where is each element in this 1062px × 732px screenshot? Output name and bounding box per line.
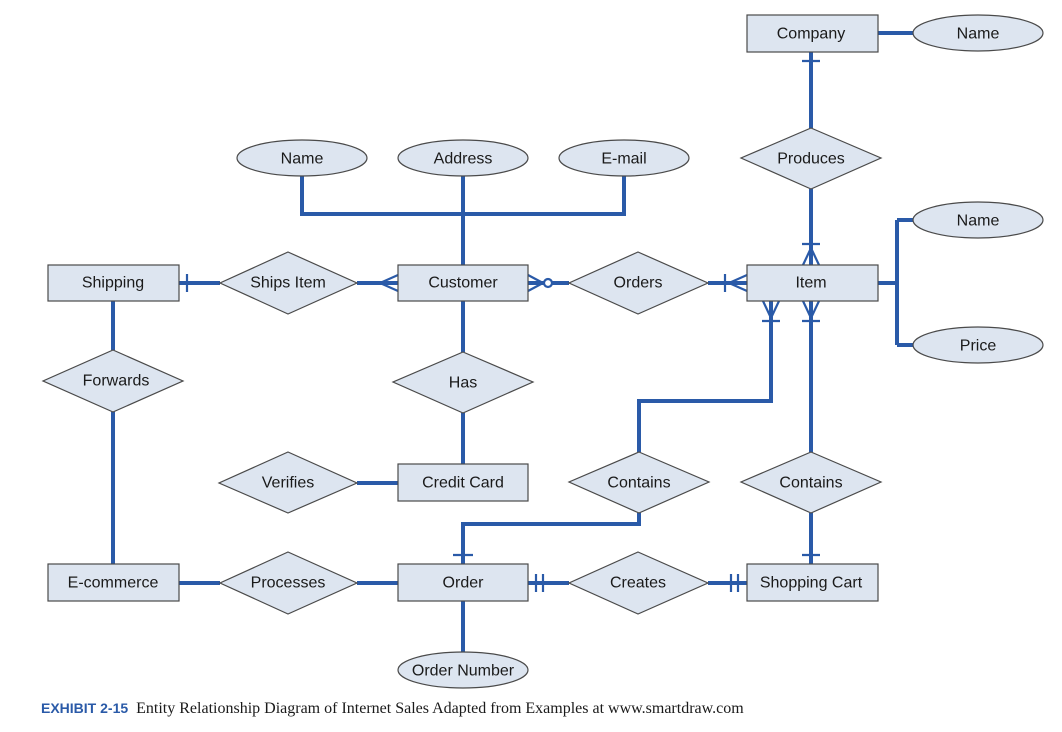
attribute-item-name[interactable]: Name xyxy=(912,201,1044,239)
attribute-order-number[interactable]: Order Number xyxy=(397,651,529,689)
crowfoot-customer-right xyxy=(527,274,544,292)
entity-order[interactable]: Order xyxy=(397,563,529,602)
attribute-item-price-label: Price xyxy=(960,338,997,355)
entity-credit-card[interactable]: Credit Card xyxy=(397,463,529,502)
attribute-customer-address[interactable]: Address xyxy=(397,139,529,177)
relationship-orders[interactable]: Orders xyxy=(567,251,710,315)
attribute-item-name-label: Name xyxy=(957,213,1000,230)
attribute-item-price[interactable]: Price xyxy=(912,326,1044,364)
relationship-contains-order-label: Contains xyxy=(607,475,670,492)
relationship-processes-label: Processes xyxy=(251,575,326,592)
relationship-contains-cart-label: Contains xyxy=(779,475,842,492)
caption-text: Entity Relationship Diagram of Internet … xyxy=(136,700,744,717)
relationship-creates[interactable]: Creates xyxy=(567,551,710,615)
attribute-customer-name-label: Name xyxy=(281,151,324,168)
double-bar-cart xyxy=(729,574,740,592)
attribute-company-name[interactable]: Name xyxy=(912,14,1044,52)
crowfoot-item-bottom-right xyxy=(802,300,820,323)
relationship-ships-item-label: Ships Item xyxy=(250,275,326,292)
entity-shipping[interactable]: Shipping xyxy=(47,264,180,302)
relationship-produces[interactable]: Produces xyxy=(739,127,883,190)
crowfoot-item-top xyxy=(802,242,820,266)
relationship-verifies[interactable]: Verifies xyxy=(217,451,359,514)
entity-ecommerce[interactable]: E-commerce xyxy=(47,563,180,602)
entity-item-label: Item xyxy=(795,275,826,292)
edge-customer-attributes xyxy=(300,176,626,265)
crowfoot-item-left xyxy=(723,273,748,293)
relationship-orders-label: Orders xyxy=(614,275,663,292)
caption-label: EXHIBIT 2-15 xyxy=(41,700,129,716)
entity-company[interactable]: Company xyxy=(746,14,879,53)
zero-mark-customer xyxy=(542,277,554,289)
entity-ecommerce-label: E-commerce xyxy=(68,575,159,592)
relationship-forwards[interactable]: Forwards xyxy=(41,349,185,413)
relationship-ships-item[interactable]: Ships Item xyxy=(218,251,359,315)
attribute-customer-address-label: Address xyxy=(434,151,493,168)
attribute-company-name-label: Name xyxy=(957,26,1000,43)
relationship-has-label: Has xyxy=(449,375,477,392)
entity-item[interactable]: Item xyxy=(746,264,879,302)
relationship-forwards-label: Forwards xyxy=(83,373,150,390)
entity-customer-label: Customer xyxy=(428,275,498,292)
relationship-has[interactable]: Has xyxy=(391,351,535,414)
relationship-verifies-label: Verifies xyxy=(262,475,314,492)
relationship-processes[interactable]: Processes xyxy=(218,551,359,615)
attribute-customer-email-label: E-mail xyxy=(601,151,646,168)
edge-item-attributes xyxy=(878,218,913,347)
entity-customer[interactable]: Customer xyxy=(397,264,529,302)
attribute-customer-name[interactable]: Name xyxy=(236,139,368,177)
attribute-order-number-label: Order Number xyxy=(412,663,515,680)
entity-credit-card-label: Credit Card xyxy=(422,475,504,492)
crowfoot-customer-left xyxy=(379,273,399,293)
relationship-creates-label: Creates xyxy=(610,575,666,592)
entity-shopping-cart[interactable]: Shopping Cart xyxy=(746,563,879,602)
crowfoot-item-bottom-left xyxy=(762,300,780,323)
entity-shopping-cart-label: Shopping Cart xyxy=(760,575,863,592)
entity-order-label: Order xyxy=(443,575,485,592)
relationship-produces-label: Produces xyxy=(777,151,845,168)
relationship-contains-order[interactable]: Contains xyxy=(567,451,711,514)
edge-item-contains-order xyxy=(637,301,773,452)
connectors xyxy=(111,31,913,652)
relationship-contains-cart[interactable]: Contains xyxy=(739,451,883,514)
attribute-customer-email[interactable]: E-mail xyxy=(558,139,690,177)
figure-caption: EXHIBIT 2-15 Entity Relationship Diagram … xyxy=(41,700,744,718)
cardinality-markers xyxy=(185,59,820,592)
double-bar-order xyxy=(534,574,545,592)
entity-company-label: Company xyxy=(777,26,845,43)
edge-contains-order xyxy=(461,513,641,564)
entity-shipping-label: Shipping xyxy=(82,275,144,292)
